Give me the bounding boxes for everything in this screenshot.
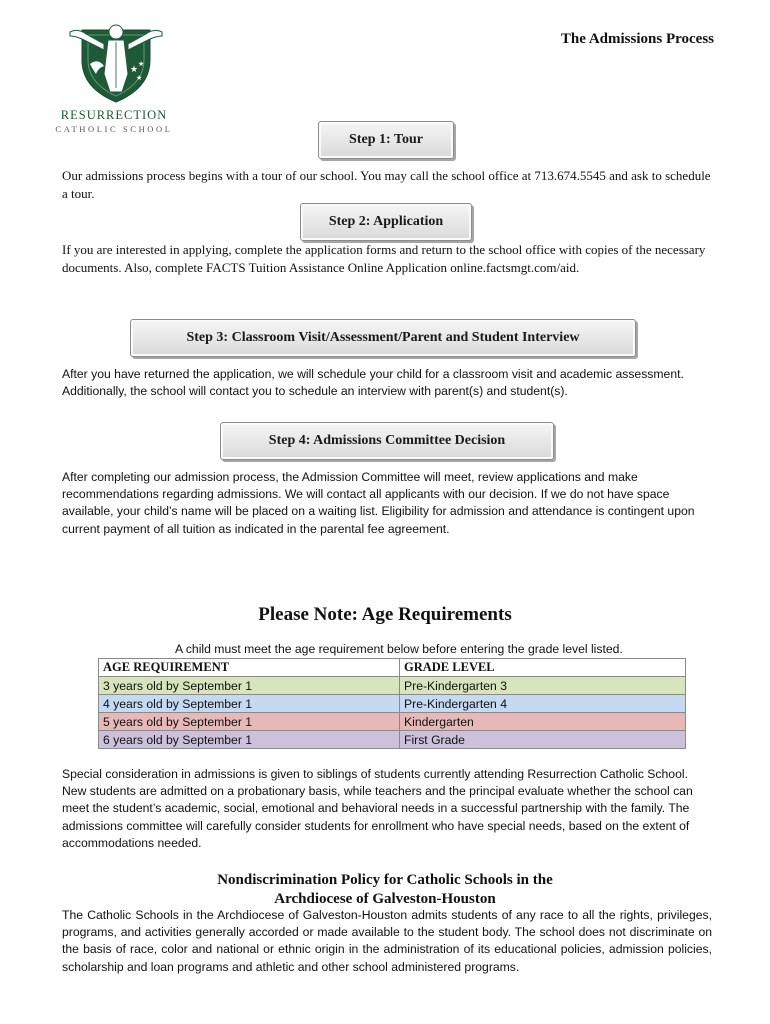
crest-icon: ★ ★ ★ (69, 24, 163, 103)
table-cell: 5 years old by September 1 (98, 712, 400, 731)
table-cell: First Grade (399, 730, 686, 749)
step-1-heading: Step 1: Tour (318, 121, 454, 159)
table-header-row: AGE REQUIREMENT GRADE LEVEL (98, 658, 686, 677)
svg-text:★: ★ (136, 74, 142, 82)
svg-text:★: ★ (130, 65, 138, 75)
table-row: 3 years old by September 1 Pre-Kindergar… (98, 676, 686, 695)
step-2-text: If you are interested in applying, compl… (62, 242, 706, 275)
column-header: GRADE LEVEL (399, 658, 686, 677)
table-row: 6 years old by September 1 First Grade (98, 730, 686, 749)
table-cell: 3 years old by September 1 (98, 676, 400, 695)
nondiscrimination-title: Nondiscrimination Policy for Catholic Sc… (0, 871, 770, 909)
policy-title-line-2: Archdiocese of Galveston-Houston (274, 891, 496, 907)
table-row: 5 years old by September 1 Kindergarten (98, 712, 686, 731)
table-cell: 4 years old by September 1 (98, 694, 400, 713)
table-cell: Pre-Kindergarten 3 (399, 676, 686, 695)
step-2-heading: Step 2: Application (300, 203, 472, 241)
school-logo: ★ ★ ★ RESURRECTION CATHOLIC SCHOOL (55, 22, 170, 134)
logo-school-name: RESURRECTION (60, 108, 168, 122)
table-cell: Pre-Kindergarten 4 (399, 694, 686, 713)
logo-school-subtitle: CATHOLIC SCHOOL (55, 124, 173, 134)
special-consideration-text: Special consideration in admissions is g… (62, 767, 693, 850)
table-cell: Kindergarten (399, 712, 686, 731)
table-cell: 6 years old by September 1 (98, 730, 400, 749)
step-4-text: After completing our admission process, … (62, 470, 695, 536)
column-header: AGE REQUIREMENT (98, 658, 400, 677)
policy-title-line-1: Nondiscrimination Policy for Catholic Sc… (217, 872, 553, 888)
page-title: The Admissions Process (560, 31, 714, 47)
age-table-intro: A child must meet the age requirement be… (175, 642, 623, 656)
age-requirements-table: AGE REQUIREMENT GRADE LEVEL 3 years old … (98, 658, 686, 749)
age-requirements-title: Please Note: Age Requirements (258, 604, 512, 625)
step-4-heading: Step 4: Admissions Committee Decision (220, 422, 554, 460)
step-3-text: After you have returned the application,… (62, 367, 684, 399)
step-1-text: Our admissions process begins with a tou… (62, 168, 711, 201)
svg-text:★: ★ (138, 60, 144, 68)
nondiscrimination-text: The Catholic Schools in the Archdiocese … (62, 908, 712, 974)
table-row: 4 years old by September 1 Pre-Kindergar… (98, 694, 686, 713)
step-3-heading: Step 3: Classroom Visit/Assessment/Paren… (130, 319, 636, 357)
